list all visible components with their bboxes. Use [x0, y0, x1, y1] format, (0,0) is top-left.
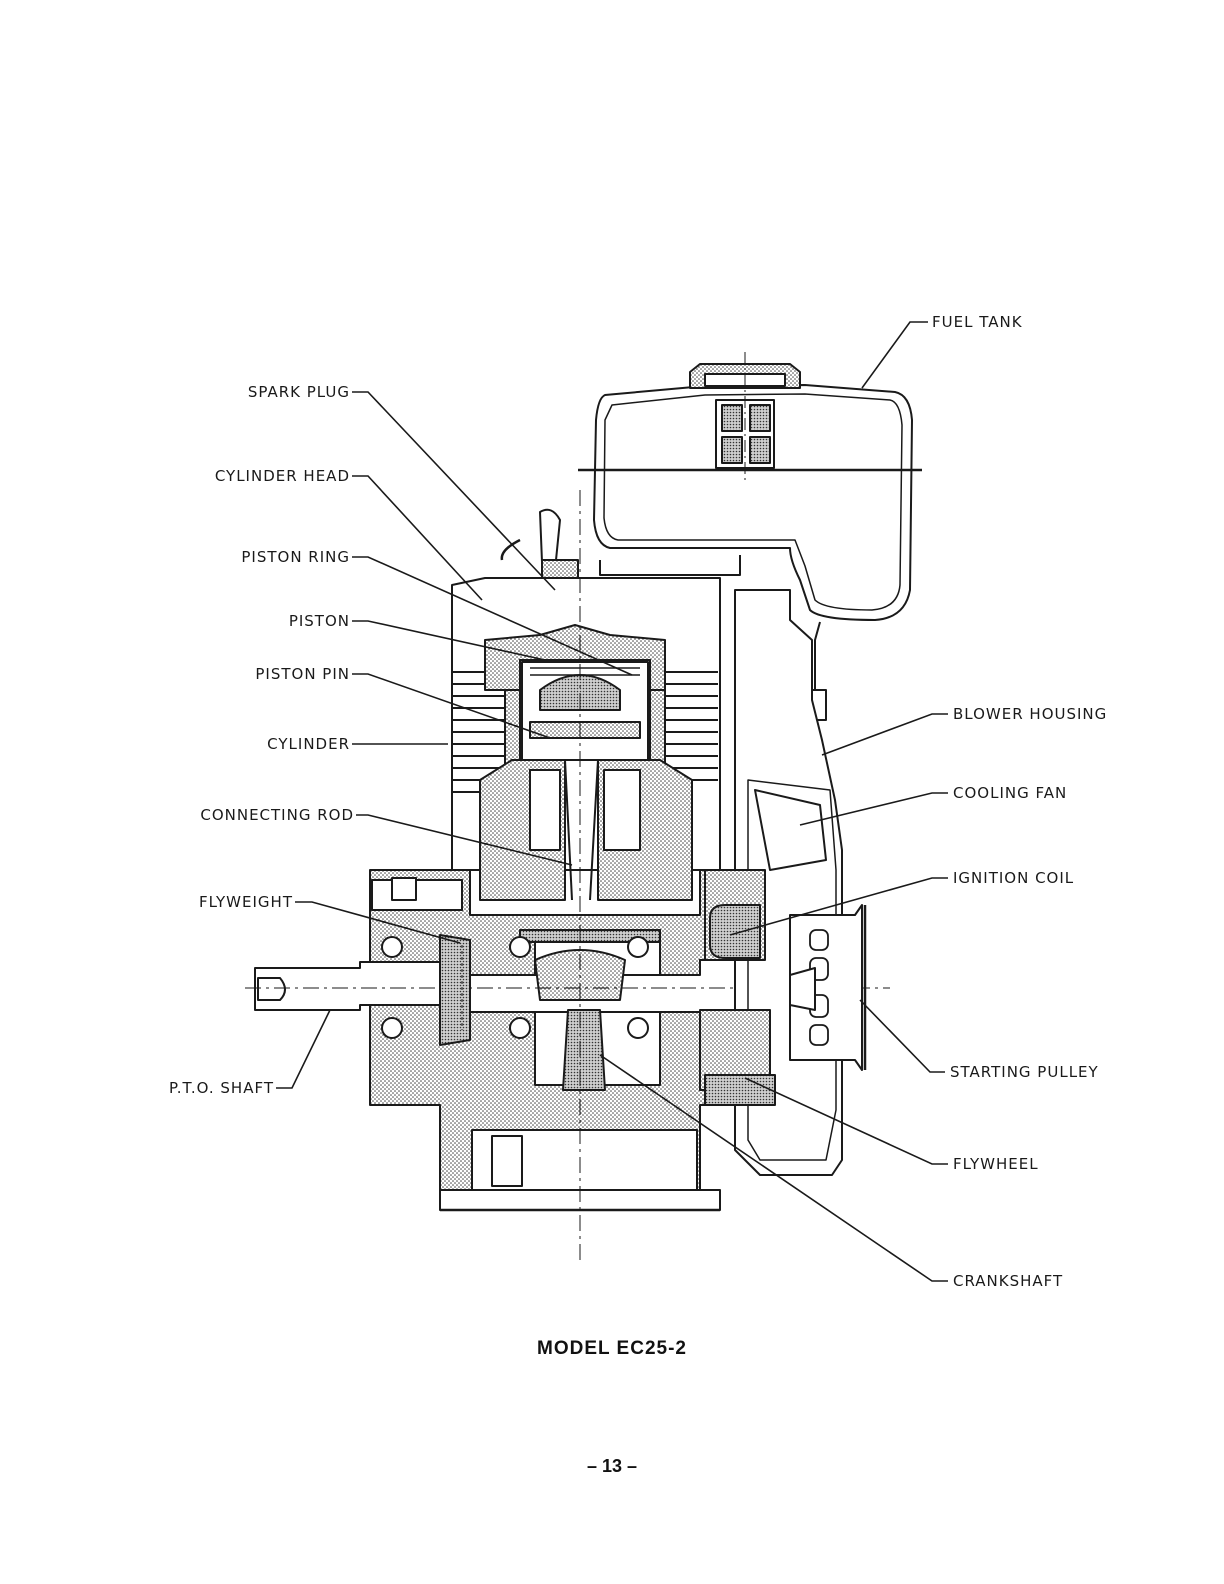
label-piston-ring: PISTON RING — [241, 548, 350, 566]
label-blower-housing: BLOWER HOUSING — [953, 705, 1107, 723]
label-ignition-coil: IGNITION COIL — [953, 869, 1074, 887]
cylinder-assembly-part — [452, 578, 720, 900]
label-crankshaft: CRANKSHAFT — [953, 1272, 1063, 1290]
leader-fuel-tank — [862, 322, 928, 388]
label-connecting-rod: CONNECTING ROD — [200, 806, 354, 824]
label-cooling-fan: COOLING FAN — [953, 784, 1067, 802]
label-fuel-tank: FUEL TANK — [932, 313, 1023, 331]
label-flyweight: FLYWEIGHT — [199, 893, 293, 911]
label-piston-pin: PISTON PIN — [255, 665, 350, 683]
label-spark-plug: SPARK PLUG — [248, 383, 350, 401]
leader-pto-shaft — [276, 1010, 330, 1088]
leader-blower-housing — [822, 714, 948, 755]
flywheel-fan-assembly-part — [700, 590, 865, 1175]
leader-starting-pulley — [860, 1000, 945, 1072]
label-cylinder: CYLINDER — [267, 735, 350, 753]
label-pto-shaft: P.T.O. SHAFT — [169, 1079, 274, 1097]
page-number: – 13 – — [0, 1456, 1224, 1477]
figure-caption: MODEL EC25-2 — [0, 1338, 1224, 1360]
label-cylinder-head: CYLINDER HEAD — [215, 467, 350, 485]
label-starting-pulley: STARTING PULLEY — [950, 1063, 1099, 1081]
leader-cylinder-head — [352, 476, 482, 600]
label-piston: PISTON — [289, 612, 350, 630]
label-flywheel: FLYWHEEL — [953, 1155, 1039, 1173]
